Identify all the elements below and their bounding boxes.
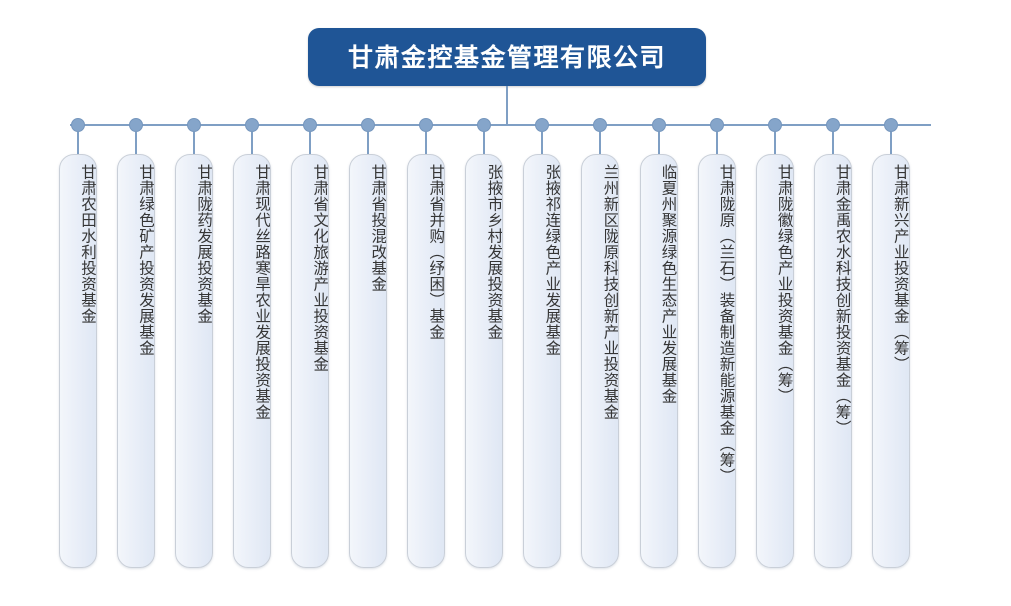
fund-node-label: 甘肃现代丝路寒旱农业发展投资基金 [253,164,272,420]
fund-node-label: 甘肃省并购（纾困）基金 [427,164,446,340]
connector-dot [303,118,318,132]
fund-node[interactable]: 甘肃省投混改基金 [349,154,388,568]
connector-drop-line [193,132,196,154]
connector-dot [535,118,550,132]
connector-drop-line [599,132,602,154]
connector-dot [709,118,724,132]
connector-dot [825,118,840,132]
connector-drop-line [135,132,138,154]
fund-node[interactable]: 兰州新区陇原科技创新产业投资基金 [581,154,620,568]
connector-dot [767,118,782,132]
fund-node[interactable]: 甘肃农田水利投资基金 [59,154,97,568]
fund-node-label: 甘肃农田水利投资基金 [79,164,97,324]
connector-dot [71,118,85,132]
connector-dot [129,118,144,132]
connector-dot [245,118,260,132]
connector-drop-line [483,132,486,154]
connector-drop-line [715,132,718,154]
root-node-label: 甘肃金控基金管理有限公司 [347,42,666,72]
root-stem-connector [506,86,508,125]
fund-node-label: 甘肃新兴产业投资基金（筹） [891,164,910,372]
fund-node[interactable]: 张掖祁连绿色产业发展基金 [523,154,562,568]
connector-dot [593,118,608,132]
fund-node-label: 临夏州聚源绿色生态产业发展基金 [659,164,678,404]
fund-node-label: 张掖市乡村发展投资基金 [485,164,504,340]
fund-node[interactable]: 甘肃陇药发展投资基金 [175,154,214,568]
connector-drop-line [831,132,834,154]
fund-node[interactable]: 甘肃陇徽绿色产业投资基金（筹） [755,154,794,568]
connector-drop-line [309,132,312,154]
fund-node[interactable]: 甘肃新兴产业投资基金（筹） [871,154,910,568]
connector-drop-line [77,132,79,154]
fund-node[interactable]: 甘肃省文化旅游产业投资基金 [291,154,330,568]
connector-dot [419,118,434,132]
connector-drop-line [541,132,544,154]
fund-node[interactable]: 甘肃省并购（纾困）基金 [407,154,446,568]
connector-dot [477,118,492,132]
fund-node-label: 兰州新区陇原科技创新产业投资基金 [601,164,620,420]
fund-node-label: 甘肃省文化旅游产业投资基金 [311,164,330,372]
fund-node-label: 甘肃陇原（兰石）装备制造新能源基金（筹） [717,164,736,484]
fund-node-label: 甘肃金禹农水科技创新投资基金（筹） [833,164,852,436]
connector-drop-line [367,132,370,154]
connector-dot [187,118,202,132]
fund-node[interactable]: 甘肃现代丝路寒旱农业发展投资基金 [233,154,272,568]
connector-drop-line [251,132,254,154]
fund-node[interactable]: 甘肃绿色矿产投资发展基金 [117,154,156,568]
connector-dot [651,118,666,132]
connector-dot [883,118,898,132]
fund-node[interactable]: 甘肃金禹农水科技创新投资基金（筹） [813,154,852,568]
connector-dot [361,118,376,132]
connector-drop-line [425,132,428,154]
fund-node-label: 甘肃陇徽绿色产业投资基金（筹） [775,164,794,404]
connector-drop-line [773,132,776,154]
fund-node[interactable]: 张掖市乡村发展投资基金 [465,154,504,568]
fund-node[interactable]: 甘肃陇原（兰石）装备制造新能源基金（筹） [697,154,736,568]
root-node-company[interactable]: 甘肃金控基金管理有限公司 [308,28,706,86]
fund-node[interactable]: 临夏州聚源绿色生态产业发展基金 [639,154,678,568]
horizontal-bus-connector [70,124,931,126]
fund-node-label: 甘肃绿色矿产投资发展基金 [137,164,156,356]
fund-node-label: 张掖祁连绿色产业发展基金 [543,164,562,356]
connector-drop-line [657,132,660,154]
fund-node-label: 甘肃省投混改基金 [369,164,388,292]
fund-node-label: 甘肃陇药发展投资基金 [195,164,214,324]
connector-drop-line [889,132,892,154]
